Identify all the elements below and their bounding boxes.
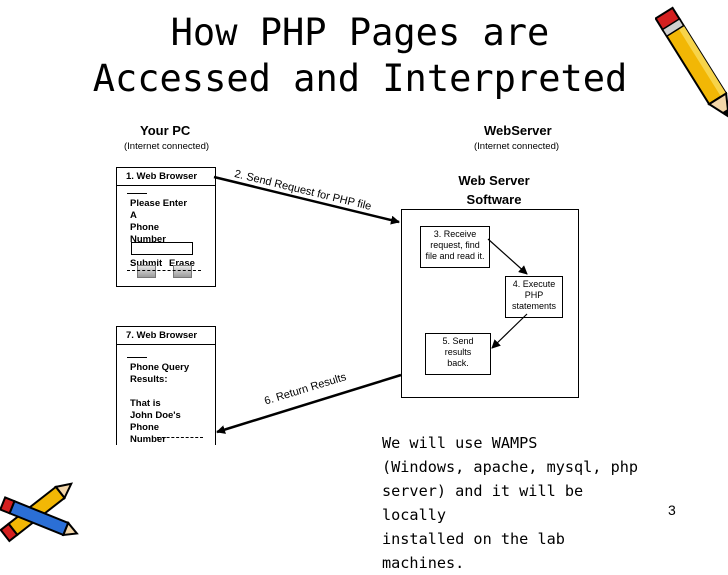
step-execute-php: 4. Execute PHP statements bbox=[505, 276, 563, 318]
wamps-note: We will use WAMPS (Windows, apache, mysq… bbox=[382, 434, 639, 572]
your-pc-sublabel: (Internet connected) bbox=[124, 141, 210, 152]
form-prompt: Please Enter A Phone Number bbox=[130, 198, 188, 245]
title-line-2: Accessed and Interpreted bbox=[92, 57, 628, 100]
web-server-software-label: Web Server Software bbox=[458, 173, 530, 207]
divider bbox=[127, 357, 147, 358]
erase-button-label: Erase bbox=[169, 258, 195, 269]
divider bbox=[127, 193, 147, 194]
phone-number-input[interactable] bbox=[131, 242, 193, 255]
page-number: 3 bbox=[668, 502, 676, 518]
send-request-arrow bbox=[213, 175, 400, 225]
divider bbox=[157, 437, 203, 438]
query-results-text: Phone Query Results: That is John Doe's … bbox=[130, 362, 190, 445]
return-results-arrow bbox=[216, 373, 402, 434]
divider bbox=[127, 270, 201, 271]
web-browser-request: 1. Web Browser Please Enter A Phone Numb… bbox=[116, 167, 216, 287]
your-pc-label: Your PC bbox=[140, 123, 191, 138]
erase-button[interactable] bbox=[173, 265, 192, 278]
title-line-1: How PHP Pages are bbox=[170, 11, 550, 54]
receive-to-execute-arrow bbox=[487, 238, 528, 275]
web-server-sublabel: (Internet connected) bbox=[474, 141, 560, 152]
submit-button-label: Submit bbox=[130, 258, 163, 269]
browser-title: 7. Web Browser bbox=[117, 327, 215, 345]
execute-to-send-arrow bbox=[491, 313, 528, 349]
pencil-icon bbox=[655, 6, 728, 119]
browser-title: 1. Web Browser bbox=[117, 168, 215, 186]
submit-button[interactable] bbox=[137, 265, 156, 278]
web-browser-response: 7. Web Browser Phone Query Results: That… bbox=[116, 326, 216, 445]
step-receive-request: 3. Receive request, find file and read i… bbox=[420, 226, 490, 268]
pencils-icon bbox=[0, 482, 79, 543]
diagram-arrows bbox=[213, 175, 528, 434]
slide-title: How PHP Pages are Accessed and Interpret… bbox=[80, 10, 640, 102]
step-send-results: 5. Send results back. bbox=[425, 333, 491, 375]
web-server-label: WebServer bbox=[484, 123, 552, 138]
